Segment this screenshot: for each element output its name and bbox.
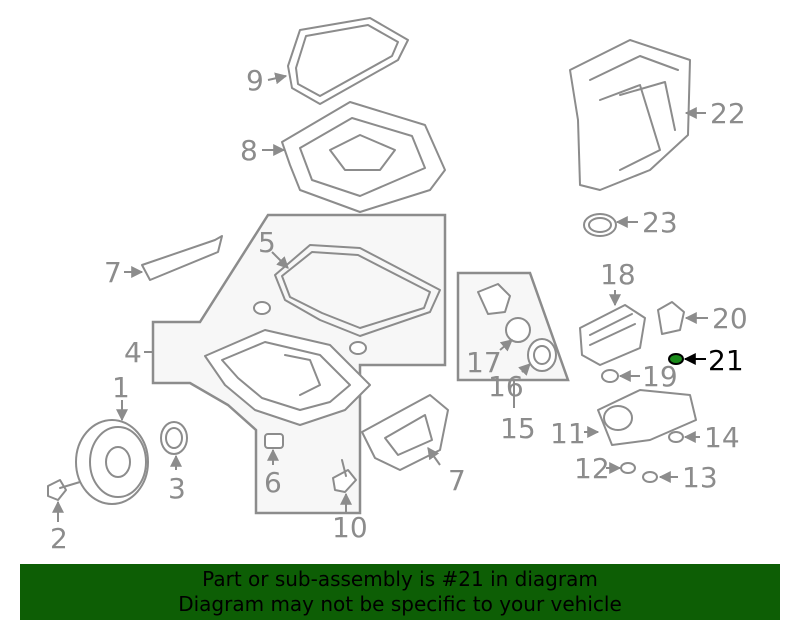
callout-5: 5 xyxy=(258,226,276,259)
oil-filter-cap xyxy=(477,283,511,315)
callout-14-label: 14 xyxy=(704,421,740,454)
callout-3: 3 xyxy=(168,472,186,505)
info-banner-line-1: Part or sub-assembly is #21 in diagram xyxy=(202,567,598,591)
callout-19: 19 xyxy=(642,360,678,393)
callout-13-label: 13 xyxy=(682,461,718,494)
callout-18: 18 xyxy=(600,258,636,291)
part-5-gasket xyxy=(274,244,441,337)
part-6-drain-plug xyxy=(264,433,284,449)
part-19-o-ring xyxy=(601,369,619,383)
part-22-intake-manifold xyxy=(569,39,691,191)
callout-22: 22 xyxy=(710,97,746,130)
part-20-sensor xyxy=(657,301,685,335)
part-13-o-ring xyxy=(642,471,658,483)
callout-9: 9 xyxy=(246,64,264,97)
callout-4: 4 xyxy=(124,336,142,369)
callout-16: 16 xyxy=(488,370,524,403)
callout-23: 23 xyxy=(642,206,678,239)
callout-12-label: 12 xyxy=(574,452,610,485)
callout-21-highlighted: 21 xyxy=(708,344,744,377)
callout-10: 10 xyxy=(332,511,368,544)
callout-17: 17 xyxy=(466,346,502,379)
part-4-lower-oil-pan xyxy=(204,329,371,426)
part-1-pulley xyxy=(75,419,149,505)
callout-1: 1 xyxy=(112,371,130,404)
callout-2: 2 xyxy=(50,522,68,555)
part-21-o-ring-highlighted xyxy=(668,353,684,365)
callout-7-lower: 7 xyxy=(448,464,466,497)
part-14-o-ring xyxy=(668,431,684,443)
part-7-heat-shield xyxy=(361,394,449,471)
callout-8: 8 xyxy=(240,134,258,167)
part-11-filter-housing xyxy=(597,389,697,446)
part-3-seal xyxy=(160,421,188,455)
callout-7-upper: 7 xyxy=(104,256,122,289)
part-9-gasket xyxy=(287,17,409,105)
part-12-o-ring xyxy=(620,462,636,474)
info-banner-line-2: Diagram may not be specific to your vehi… xyxy=(178,592,622,616)
parts-diagram: 9 8 22 23 5 7 4 1 2 3 6 7 10 17 16 15 18… xyxy=(47,17,748,555)
part-7-bracket-upper xyxy=(141,235,223,281)
part-17-o-ring xyxy=(505,317,531,343)
callout-20: 20 xyxy=(712,302,748,335)
part-2-bolt xyxy=(47,479,67,501)
callout-6: 6 xyxy=(264,466,282,499)
callout-15: 15 xyxy=(500,412,536,445)
info-banner: Part or sub-assembly is #21 in diagram D… xyxy=(20,564,780,620)
callout-11: 11 xyxy=(550,417,586,450)
part-16-filter-element xyxy=(527,338,557,372)
